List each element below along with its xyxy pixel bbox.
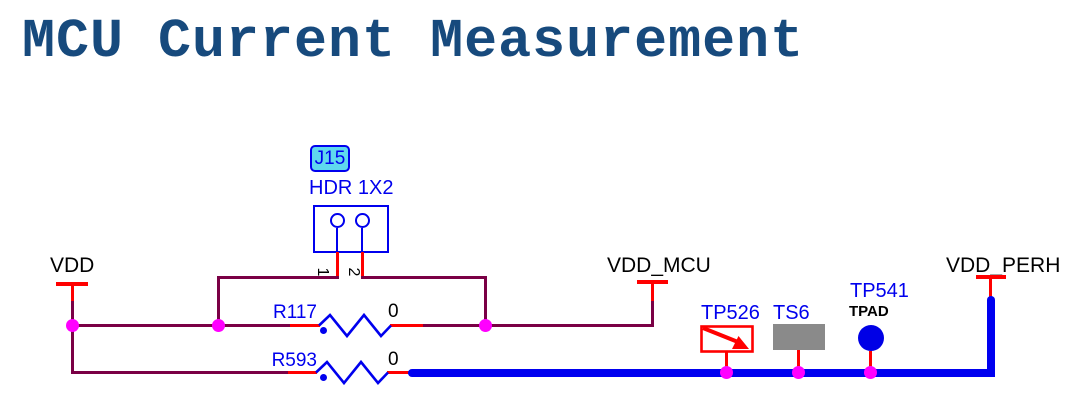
- resistor-r117-symbol: [318, 312, 392, 339]
- bus-vdd-perh-horizontal: [408, 369, 994, 377]
- junction-dot-tp526: [720, 366, 733, 379]
- resistor-r593-value: 0: [388, 349, 399, 370]
- testpoint-tp526-refdes: TP526: [701, 302, 760, 324]
- resistor-r593-stub-right: [387, 371, 411, 374]
- wire-vdd-mcu-drop: [651, 301, 654, 327]
- connector-pin2-number: 2: [345, 267, 362, 277]
- resistor-r593-symbol: [315, 359, 389, 386]
- testpoint-tp541-refdes: TP541: [850, 280, 909, 302]
- junction-dot-jumper-left: [212, 319, 225, 332]
- wire-jumper-left-vert: [217, 276, 220, 327]
- connector-pin2-stub: [361, 252, 364, 278]
- connector-pin2-lead: [361, 228, 363, 253]
- wire-vdd-drop: [71, 301, 74, 326]
- junction-dot-jumper-right: [479, 319, 492, 332]
- wire-jumper-top-right: [361, 276, 487, 279]
- vdd-power-stub: [71, 285, 74, 302]
- testpoint-tp541-symbol: [858, 325, 884, 351]
- connector-pin1-circle: [330, 213, 345, 228]
- vdd-power-bar: [56, 282, 88, 286]
- resistor-r117-stub-left: [290, 324, 320, 327]
- resistor-r117-stub-right: [390, 324, 423, 327]
- resistor-r593-stub-left: [288, 371, 317, 374]
- testpoint-tp526-stub: [725, 352, 728, 371]
- connector-refdes-tag: J15: [310, 145, 350, 172]
- junction-dot-tp541: [864, 366, 877, 379]
- net-label-vdd-perh: VDD_PERH: [946, 254, 1061, 277]
- testpoint-ts6-symbol: [773, 324, 825, 350]
- wire-mid-left: [71, 324, 292, 327]
- testpoint-ts6-stub: [797, 350, 800, 371]
- wire-mid-right: [421, 324, 654, 327]
- wire-jumper-top-left: [217, 276, 339, 279]
- vdd-perh-power-bar: [976, 275, 1006, 279]
- resistor-r593-refdes: R593: [271, 350, 317, 371]
- resistor-r117-refdes: R117: [272, 302, 317, 323]
- resistor-r117-value: 0: [388, 301, 399, 322]
- connector-part-label: HDR 1X2: [309, 177, 394, 199]
- connector-symbol: [313, 205, 389, 253]
- vdd-mcu-power-stub: [651, 283, 654, 303]
- connector-pin2-circle: [355, 213, 370, 228]
- resistor-r593-pin1-dot: [320, 374, 327, 381]
- page-title: MCU Current Measurement: [22, 10, 805, 73]
- net-label-vdd: VDD: [50, 254, 95, 277]
- wire-left-down: [71, 324, 74, 374]
- bus-vdd-perh-vertical: [987, 296, 995, 377]
- testpoint-tp541-stub: [869, 351, 872, 371]
- testpoint-tp541-pad-type: TPAD: [849, 303, 889, 320]
- wire-jumper-right-vert: [484, 276, 487, 327]
- net-label-vdd-mcu: VDD_MCU: [607, 254, 711, 277]
- connector-pin1-lead: [336, 228, 338, 253]
- testpoint-tp526-symbol: [700, 325, 754, 353]
- testpoint-ts6-refdes: TS6: [773, 302, 810, 324]
- connector-pin1-stub: [336, 252, 339, 278]
- connector-refdes: J15: [314, 148, 346, 169]
- vdd-mcu-power-bar: [637, 280, 668, 284]
- wire-bottom-left: [71, 371, 290, 374]
- junction-dot-vdd: [66, 319, 79, 332]
- vdd-perh-power-stub: [989, 278, 992, 298]
- resistor-r117-pin1-dot: [320, 327, 327, 334]
- junction-dot-ts6: [792, 366, 805, 379]
